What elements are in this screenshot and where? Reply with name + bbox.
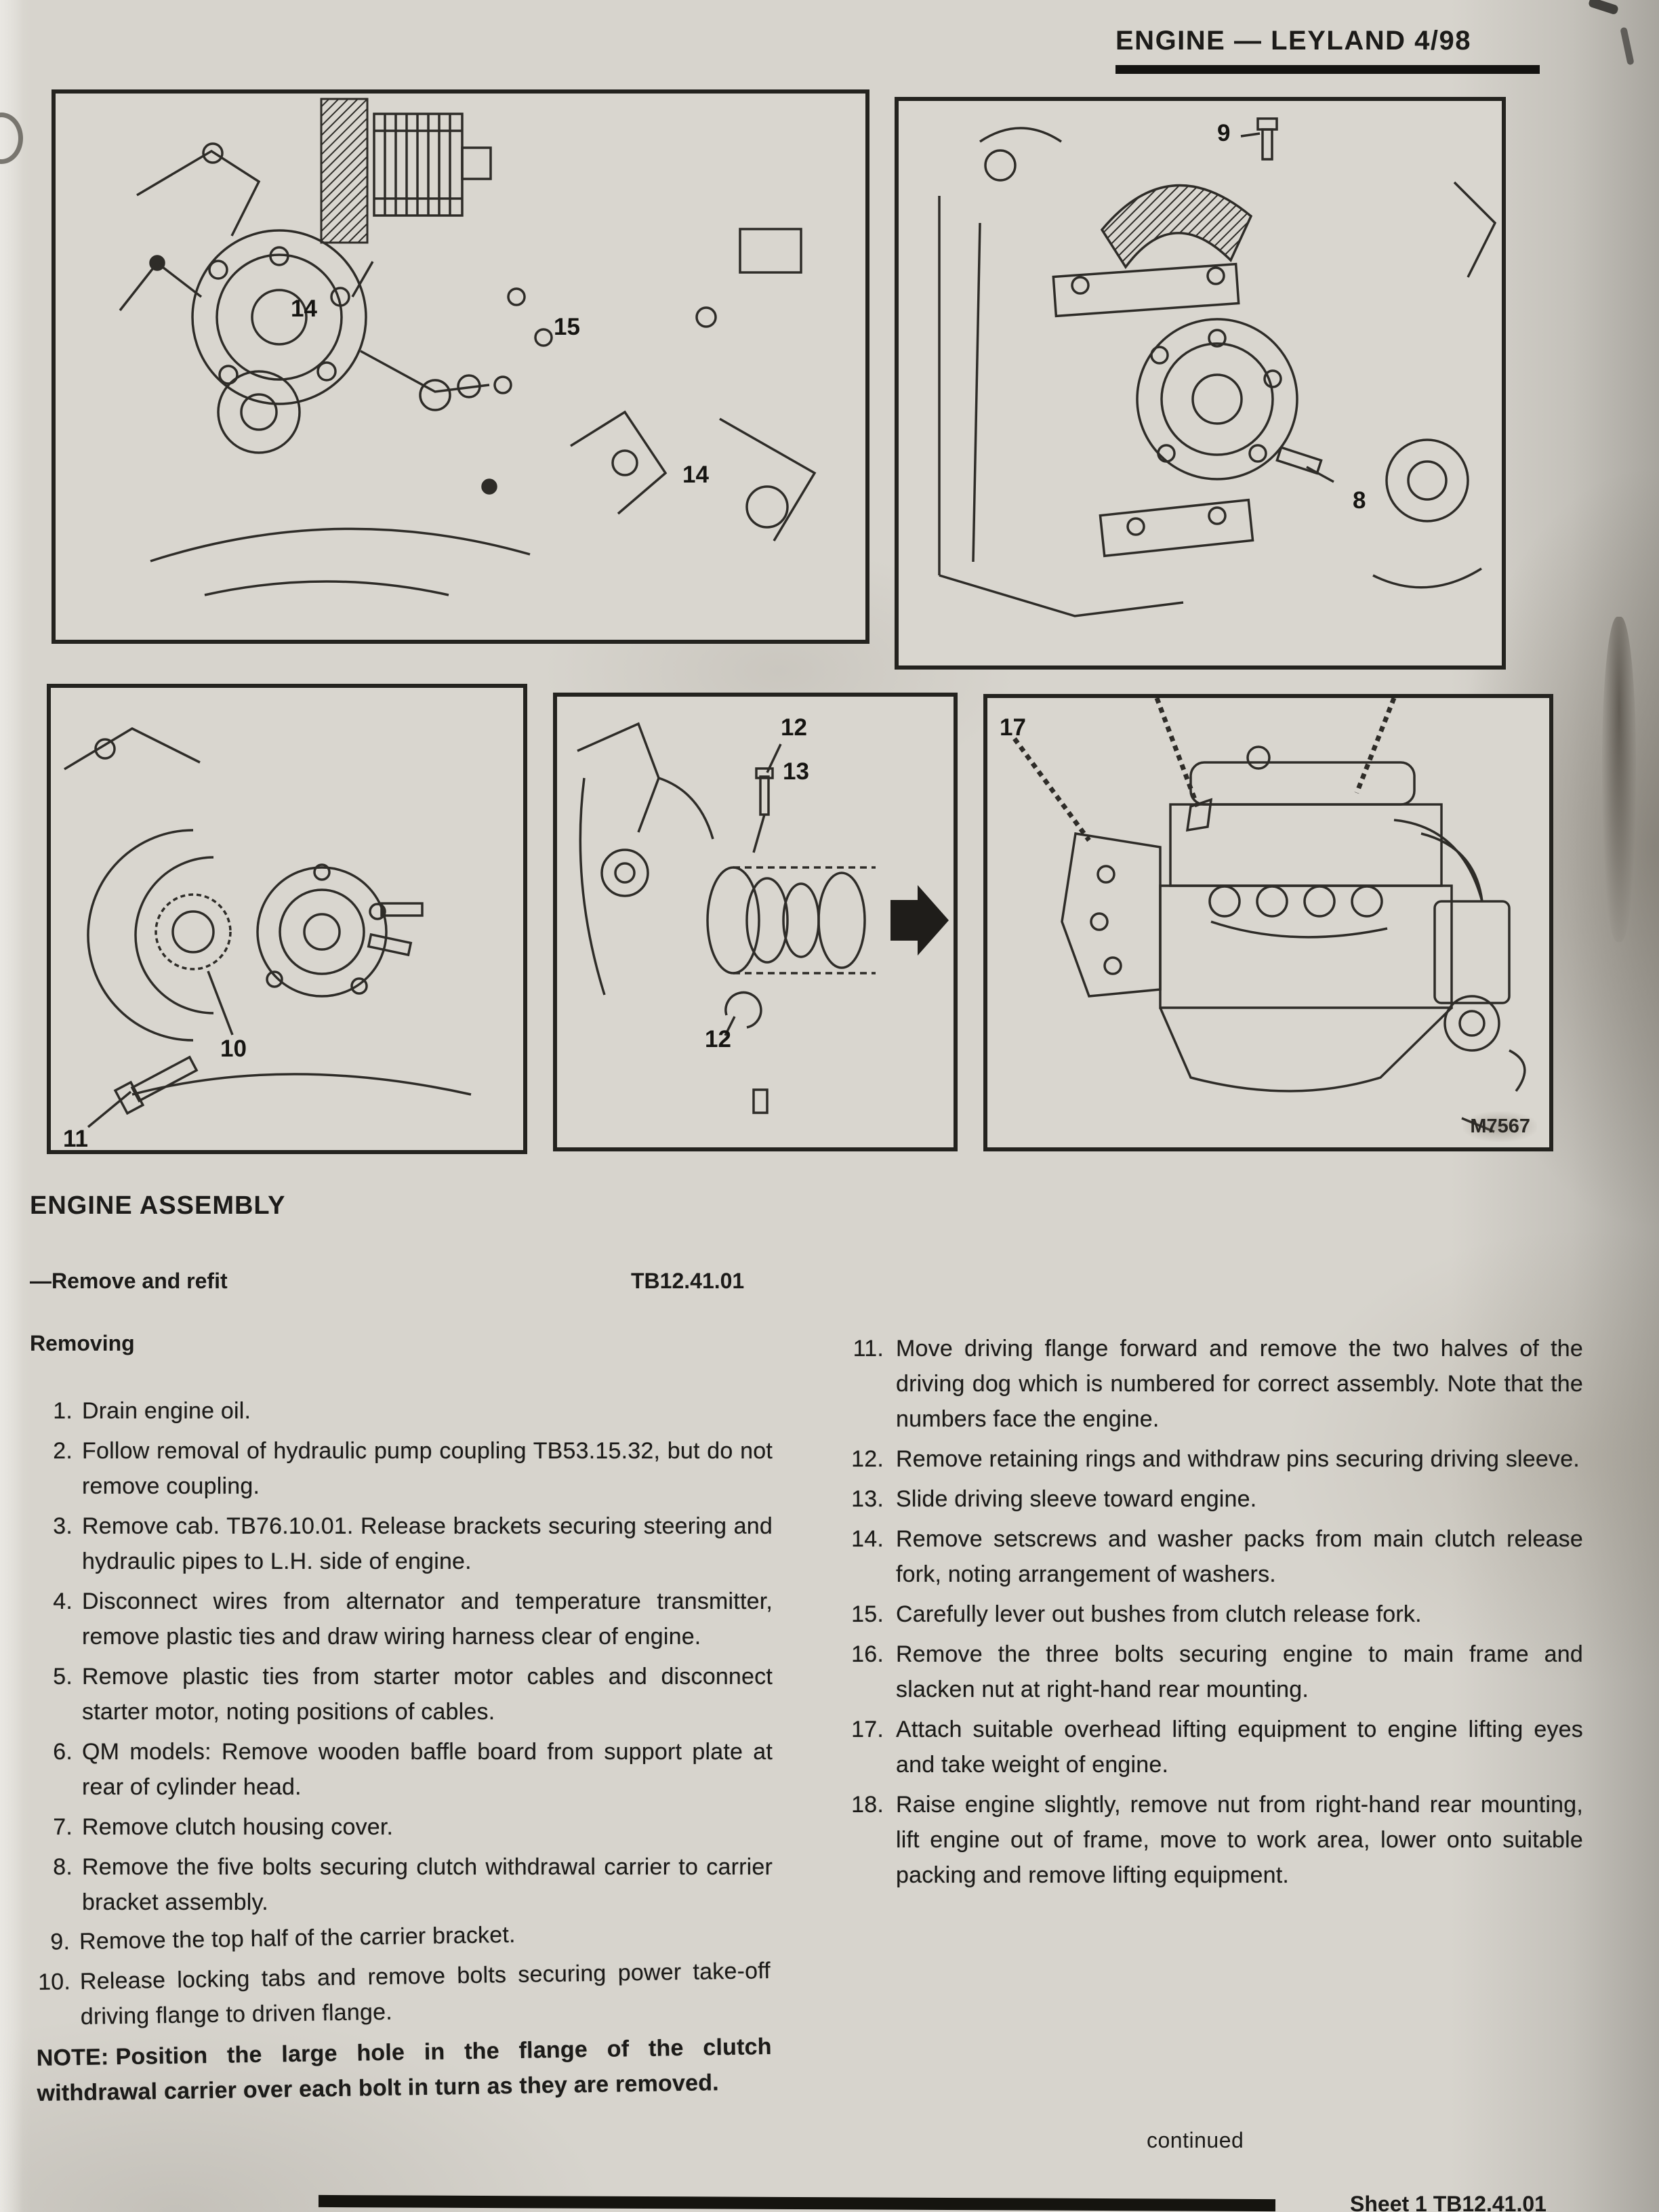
engine-lifting-line-art <box>1012 698 1526 1133</box>
figure-callout: 14 <box>682 462 709 488</box>
step-number: 6. <box>53 1739 73 1765</box>
step-text: Raise engine slightly, remove nut from r… <box>896 1792 1583 1888</box>
steps-column-right: 11. Move driving flange forward and remo… <box>838 1331 1583 1898</box>
step-text: QM models: Remove wooden baffle board fr… <box>82 1739 773 1800</box>
step-number: 3. <box>53 1513 73 1539</box>
step-number: 10. <box>37 1969 71 1995</box>
step-item: 15. Carefully lever out bushes from clut… <box>838 1597 1583 1632</box>
step-number: 7. <box>53 1814 73 1840</box>
removing-heading: Removing <box>30 1331 135 1355</box>
step-item: 18. Raise engine slightly, remove nut fr… <box>838 1787 1583 1893</box>
step-number: 4. <box>53 1589 73 1614</box>
step-item: 11. Move driving flange forward and remo… <box>838 1331 1583 1437</box>
footer-rule <box>318 2194 1276 2212</box>
step-number: 13. <box>851 1486 884 1512</box>
step-item: 17. Attach suitable overhead lifting equ… <box>838 1712 1583 1782</box>
step-item: 7. Remove clutch housing cover. <box>37 1809 773 1845</box>
skewed-scan-block: 9. Remove the top half of the carrier br… <box>35 1913 773 2111</box>
page-stain <box>1602 617 1636 942</box>
step-number: 15. <box>851 1601 884 1627</box>
operation-reference: TB12.41.01 <box>631 1269 745 1293</box>
step-item: 6. QM models: Remove wooden baffle board… <box>37 1734 773 1805</box>
figure-callout: 8 <box>1353 487 1366 514</box>
step-item: 1. Drain engine oil. <box>37 1393 773 1429</box>
step-text: Follow removal of hydraulic pump couplin… <box>82 1438 773 1499</box>
rear-mounting-line-art <box>938 117 1497 617</box>
step-number: 1. <box>53 1398 73 1424</box>
step-number: 12. <box>851 1446 884 1472</box>
section-subtitle: —Remove and refit <box>30 1269 228 1293</box>
driving-dog-line-art <box>64 727 472 1128</box>
step-text: Attach suitable overhead lifting equipme… <box>896 1717 1583 1778</box>
page-header-title: ENGINE — LEYLAND 4/98 <box>1115 26 1471 56</box>
step-number: 18. <box>851 1792 884 1818</box>
step-text: Remove the three bolts securing engine t… <box>896 1641 1583 1702</box>
step-number: 11. <box>853 1336 884 1361</box>
figure-driving-sleeve: 12 13 12 <box>553 693 958 1151</box>
note-label: NOTE: <box>36 2044 109 2072</box>
sheet-reference: Sheet 1 TB12.41.01 <box>1350 2192 1547 2212</box>
step-text: Carefully lever out bushes from clutch r… <box>896 1601 1422 1627</box>
figure-callout: 12 <box>781 714 807 741</box>
page-edge-mark <box>1587 0 1620 16</box>
figure-pto-coupling: 14 15 14 <box>52 89 869 644</box>
figure-engine-lifting: 17 M7567 <box>983 694 1553 1151</box>
step-item: 4. Disconnect wires from alternator and … <box>37 1584 773 1654</box>
step-text: Remove the five bolts securing clutch wi… <box>82 1854 773 1915</box>
step-text: Remove clutch housing cover. <box>82 1814 394 1840</box>
step-number: 5. <box>53 1664 73 1689</box>
figure-callout: 14 <box>291 295 317 322</box>
step-text: Slide driving sleeve toward engine. <box>896 1486 1257 1512</box>
step-number: 16. <box>851 1641 884 1667</box>
step-item: 9. Remove the top half of the carrier br… <box>35 1913 771 1960</box>
step-item: 14. Remove setscrews and washer packs fr… <box>838 1521 1583 1592</box>
figure-reference-code: M7567 <box>1463 1111 1537 1142</box>
driving-sleeve-line-art <box>577 722 949 1114</box>
procedure-note: NOTE:Position the large hole in the flan… <box>36 2029 772 2111</box>
step-text: Remove plastic ties from starter motor c… <box>82 1664 773 1725</box>
step-item: 12. Remove retaining rings and withdraw … <box>838 1441 1583 1477</box>
step-item: 3. Remove cab. TB76.10.01. Release brack… <box>37 1509 773 1579</box>
step-item: 2. Follow removal of hydraulic pump coup… <box>37 1433 773 1504</box>
step-item: 16. Remove the three bolts securing engi… <box>838 1637 1583 1707</box>
scan-edge <box>0 0 23 2212</box>
note-text: Position the large hole in the flange of… <box>37 2033 772 2107</box>
step-item: 10. Release locking tabs and remove bolt… <box>35 1953 771 2035</box>
step-text: Release locking tabs and remove bolts se… <box>79 1957 771 2030</box>
step-item: 13. Slide driving sleeve toward engine. <box>838 1481 1583 1517</box>
step-item: 5. Remove plastic ties from starter moto… <box>37 1659 773 1729</box>
figure-callout: 10 <box>220 1036 247 1062</box>
header-rule <box>1115 65 1540 74</box>
figure-callout: 9 <box>1217 120 1231 146</box>
step-text: Remove the top half of the carrier brack… <box>79 1921 516 1954</box>
figure-callout: 15 <box>554 314 580 340</box>
step-text: Remove setscrews and washer packs from m… <box>896 1526 1583 1587</box>
figure-callout: 12 <box>705 1026 731 1052</box>
step-text: Move driving flange forward and remove t… <box>896 1336 1583 1432</box>
figure-rear-mounting: 9 8 <box>895 97 1506 670</box>
step-text: Drain engine oil. <box>82 1398 251 1424</box>
step-number: 2. <box>53 1438 73 1464</box>
figure-callout: 11 <box>63 1126 88 1152</box>
figure-callout: 17 <box>1000 714 1026 741</box>
section-title: ENGINE ASSEMBLY <box>30 1191 286 1220</box>
step-number: 14. <box>851 1526 884 1552</box>
step-number: 17. <box>851 1717 884 1742</box>
step-text: Remove retaining rings and withdraw pins… <box>896 1446 1580 1472</box>
step-text: Remove cab. TB76.10.01. Release brackets… <box>82 1513 773 1574</box>
pto-coupling-line-art <box>119 98 817 596</box>
steps-column-left: 1. Drain engine oil. 2. Follow removal o… <box>35 1393 773 2111</box>
page-edge-mark <box>1620 26 1635 66</box>
figure-callout: 13 <box>783 758 809 785</box>
figure-driving-dog: 10 11 <box>47 684 527 1154</box>
step-number: 9. <box>50 1929 70 1955</box>
continued-label: continued <box>1147 2128 1244 2152</box>
step-number: 8. <box>53 1854 73 1880</box>
step-item: 8. Remove the five bolts securing clutch… <box>37 1849 773 1920</box>
step-text: Disconnect wires from alternator and tem… <box>82 1589 773 1650</box>
